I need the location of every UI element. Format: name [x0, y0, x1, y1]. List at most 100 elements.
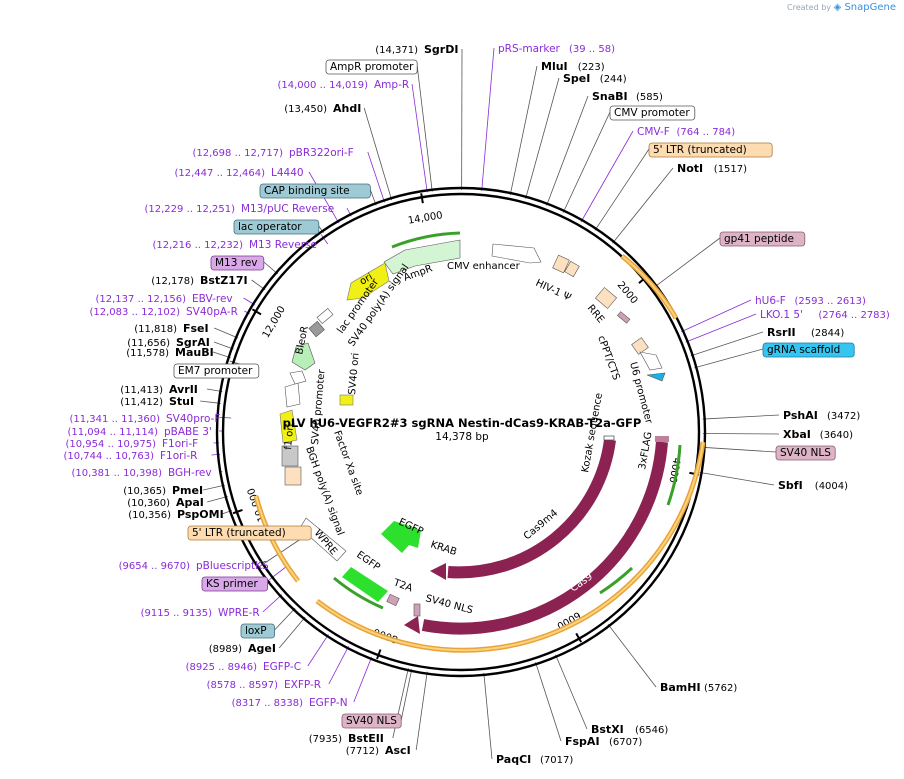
map-label-pbabe-3-[interactable]: pBABE 3'(11,094 .. 11,114): [68, 426, 212, 438]
map-label-sv40-nls[interactable]: SV40 NLS: [341, 713, 402, 729]
map-label-cmv-promoter[interactable]: CMV promoter: [609, 105, 696, 121]
map-label-amp-r[interactable]: Amp-R(14,000 .. 14,019): [278, 79, 410, 91]
map-label-lac-operator[interactable]: lac operator: [233, 219, 320, 235]
leader-line: [594, 148, 650, 231]
map-label-apai[interactable]: ApaI(10,360): [127, 496, 204, 509]
watermark-prefix: Created by: [787, 3, 832, 12]
lac-promoter-box: [308, 320, 325, 338]
tick-mark: [575, 632, 583, 643]
map-label-bsteii[interactable]: BstEII(7935): [309, 732, 384, 745]
map-label-rsrii[interactable]: RsrII(2844): [767, 326, 844, 339]
cmv-enhancer-arrow: [491, 243, 542, 264]
map-label-bamhi[interactable]: BamHI(5762): [660, 681, 737, 694]
map-label-xbai[interactable]: XbaI(3640): [783, 428, 853, 441]
ltr-left-arc-inner: [255, 495, 299, 582]
map-label-paqci[interactable]: PaqCI(7017): [496, 753, 573, 766]
map-label-m13-reverse[interactable]: M13 Reverse(12,216 .. 12,232): [153, 239, 317, 251]
map-label-bgh-rev[interactable]: BGH-rev (10,381 .. 10,398): [72, 467, 212, 479]
map-label-sgrai[interactable]: SgrAI(11,656): [127, 336, 210, 349]
map-label-sgrdi[interactable]: SgrDI(14,371): [375, 43, 458, 56]
leader-line: [612, 167, 674, 244]
map-label-cap-binding-site[interactable]: CAP binding site: [259, 183, 371, 199]
leader-line: [702, 414, 780, 420]
map-label-m13-rev[interactable]: M13 rev: [210, 255, 265, 271]
map-label-avrii[interactable]: AvrII(11,413): [120, 383, 198, 396]
tick-label: 2000: [615, 280, 640, 307]
egfp-arrow-lower: [342, 567, 388, 602]
label-position: (764 .. 784): [677, 127, 736, 138]
map-label-pbr322ori-f[interactable]: pBR322ori-F(12,698 .. 12,717): [193, 147, 354, 159]
label-position: (3640): [820, 430, 853, 441]
map-label-exfp-r[interactable]: EXFP-R(8578 .. 8597): [207, 679, 321, 691]
map-label-hu6-f[interactable]: hU6-F(2593 .. 2613): [755, 295, 866, 307]
map-label-ks-primer[interactable]: KS primer: [201, 576, 268, 592]
map-label-pbluescriptks[interactable]: pBluescriptKS(9654 .. 9670): [119, 560, 269, 572]
feature-label-sv40-ori: SV40 ori: [347, 352, 362, 395]
map-label-bstxi[interactable]: BstXI(6546): [591, 723, 668, 736]
map-label-m13-puc-reverse[interactable]: M13/pUC Reverse(12,229 .. 12,251): [145, 203, 335, 215]
map-label-agei[interactable]: AgeI(8989): [209, 642, 276, 655]
map-label-lko-1-5-[interactable]: LKO.1 5'(2764 .. 2783): [760, 309, 890, 321]
map-label-pshai[interactable]: PshAI(3472): [783, 409, 860, 422]
bgh-peach-box: [284, 466, 302, 486]
label-name: hU6-F: [755, 295, 786, 307]
map-label-5-ltr-truncated-[interactable]: 5' LTR (truncated): [648, 142, 773, 158]
map-label-egfp-c[interactable]: EGFP-C(8925 .. 8946): [186, 661, 301, 673]
ltr-3-arc-inner: [621, 255, 677, 319]
label-position: (2764 .. 2783): [818, 310, 890, 321]
map-label-sv40pa-r[interactable]: SV40pA-R(12,083 .. 12,102): [90, 306, 238, 318]
map-label-sv40-nls[interactable]: SV40 NLS: [775, 445, 836, 461]
map-label-sbfi[interactable]: SbfI(4004): [778, 479, 848, 492]
map-label-spei[interactable]: SpeI(244): [563, 72, 627, 85]
map-label-f1ori-f[interactable]: F1ori-F(10,954 .. 10,975): [66, 438, 199, 450]
map-label-maubi[interactable]: MauBI(11,578): [126, 346, 213, 359]
feature-label-sv40-promoter: SV40 promoter: [310, 368, 328, 445]
ltr-5-arc-inner: [316, 441, 704, 652]
feature-label-hiv-psi: HIV-1 Ψ: [534, 278, 573, 304]
map-label-asci[interactable]: AscI(7712): [346, 744, 411, 757]
feature-label-egfp-lower: EGFP: [354, 549, 381, 573]
label-name: BamHI: [660, 681, 701, 694]
map-label-noti[interactable]: NotI(1517): [677, 162, 747, 175]
map-label-sv40pro-f[interactable]: SV40pro-F(11,341 .. 11,360): [70, 413, 221, 425]
u6-promoter-arrow: [639, 351, 663, 371]
label-position: (1517): [714, 164, 747, 175]
map-label-loxp[interactable]: loxP: [240, 623, 275, 639]
map-label-fspai[interactable]: FspAI(6707): [565, 735, 642, 748]
label-position: (10,381 .. 10,398): [72, 468, 163, 479]
map-label-em7-promoter[interactable]: EM7 promoter: [173, 363, 260, 379]
map-label-pmei[interactable]: PmeI(10,365): [123, 484, 203, 497]
svg-text:5' LTR (truncated): 5' LTR (truncated): [653, 144, 747, 156]
map-label-fsei[interactable]: FseI(11,818): [134, 322, 208, 335]
map-label-egfp-n[interactable]: EGFP-N(8317 .. 8338): [232, 697, 348, 709]
label-position: (223): [578, 62, 605, 73]
map-label-ebv-rev[interactable]: EBV-rev(12,137 .. 12,156): [96, 293, 233, 305]
map-label-l4440[interactable]: L4440(12,447 .. 12,464): [175, 167, 304, 179]
ampr-arrow: [383, 239, 461, 275]
map-label-stui[interactable]: StuI(11,412): [120, 395, 194, 408]
map-label-ahdi[interactable]: AhdI(13,450): [284, 102, 361, 115]
label-name: BGH-rev: [168, 467, 212, 479]
label-position: (12,447 .. 12,464): [175, 168, 266, 179]
map-label-f1ori-r[interactable]: F1ori-R(10,744 .. 10,763): [64, 450, 198, 462]
label-box: [719, 231, 806, 247]
label-box: [173, 363, 260, 379]
map-label-grna-scaffold[interactable]: gRNA scaffold: [762, 342, 855, 358]
label-position: (10,365): [123, 486, 166, 497]
map-label-pspomi[interactable]: PspOMI(10,356): [128, 508, 223, 521]
egfp-green-arc-right: [666, 444, 682, 506]
map-label-snabi[interactable]: SnaBI(585): [592, 90, 663, 103]
map-label-5-ltr-truncated-[interactable]: 5' LTR (truncated): [187, 525, 312, 541]
plasmid-length: 14,378 bp: [435, 431, 489, 443]
map-label-bstz17i[interactable]: BstZ17I(12,178): [151, 274, 247, 287]
map-label-wpre-r[interactable]: WPRE-R(9115 .. 9135): [141, 607, 260, 619]
map-label-ampr-promoter[interactable]: AmpR promoter: [325, 59, 418, 75]
cas9m4-arrowhead: [430, 563, 446, 580]
map-label-cmv-f[interactable]: CMV-F(764 .. 784): [637, 126, 735, 138]
map-label-gp41-peptide[interactable]: gp41 peptide: [719, 231, 806, 247]
label-position: (11,413): [120, 385, 163, 396]
label-position: (12,698 .. 12,717): [193, 148, 284, 159]
snapgene-watermark: Created by ◈ SnapGene: [787, 2, 896, 13]
map-label-prs-marker[interactable]: pRS-marker(39 .. 58): [498, 43, 615, 55]
map-label-mlui[interactable]: MluI(223): [541, 60, 605, 73]
